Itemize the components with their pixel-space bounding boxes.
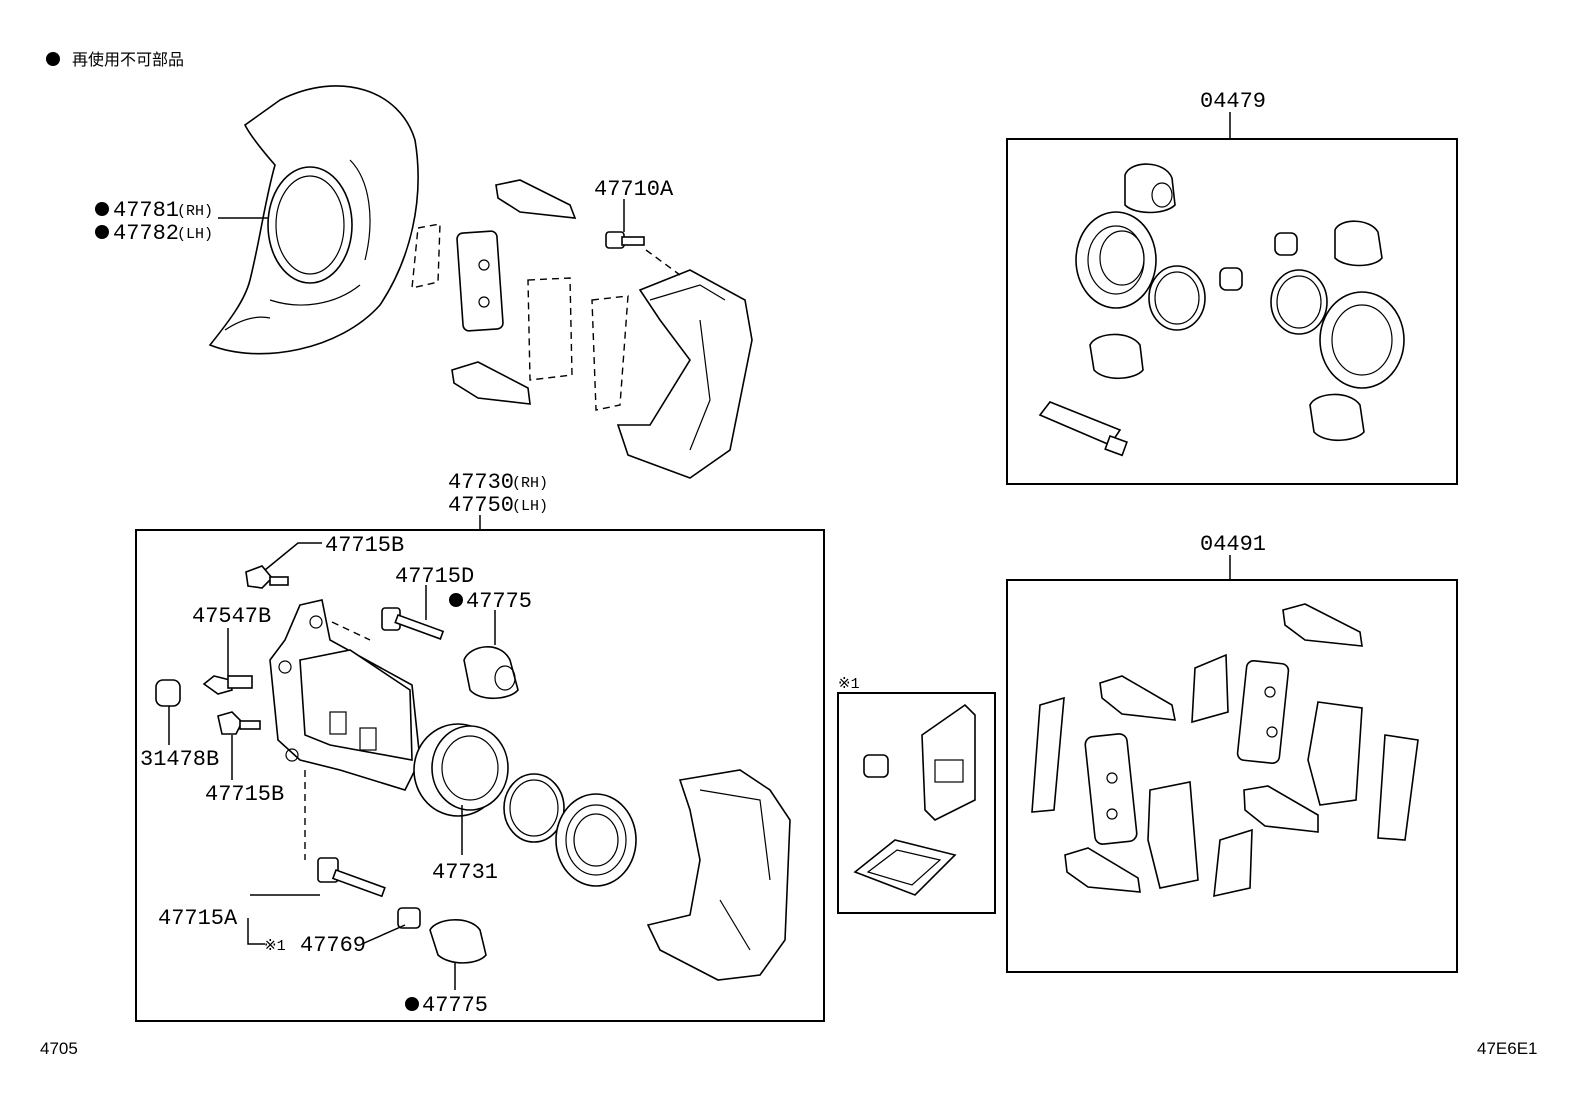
svg-text:47782: 47782	[113, 221, 179, 246]
label-04479: 04479	[1200, 89, 1266, 114]
label-47710A: 47710A	[594, 177, 674, 202]
kit1-box	[837, 692, 996, 914]
kit-04491-contents-drawing	[1031, 603, 1419, 898]
svg-text:47750: 47750	[448, 493, 514, 518]
kit1-contents-drawing	[853, 703, 976, 896]
svg-text:47769: 47769	[300, 933, 366, 958]
dust-shield-drawing	[208, 85, 419, 355]
label-47775-bottom: 47775	[405, 993, 488, 1018]
label-47715A: 47715A	[158, 906, 238, 931]
label-47731: 47731	[432, 860, 498, 885]
label-47769: ※1 47769	[264, 933, 366, 958]
non-reusable-bullet-icon	[46, 52, 60, 66]
svg-text:(LH): (LH)	[512, 498, 548, 515]
kit-04479-contents-drawing	[1038, 163, 1405, 457]
kit-04491-box	[1006, 579, 1458, 973]
label-47730-47750: 47730 (RH) 47750 (LH)	[448, 470, 548, 530]
non-reusable-bullet-icon	[95, 225, 109, 239]
svg-text:47730: 47730	[448, 470, 514, 495]
label-47781: 47781 (RH)	[95, 198, 213, 223]
non-reusable-bullet-icon	[95, 202, 109, 216]
svg-text:47775: 47775	[466, 589, 532, 614]
svg-text:(LH): (LH)	[177, 226, 213, 243]
legend: 再使用不可部品	[46, 50, 184, 69]
label-31478B: 31478B	[140, 747, 219, 772]
svg-text:47775: 47775	[422, 993, 488, 1018]
svg-text:※1: ※1	[264, 938, 286, 955]
svg-text:(RH): (RH)	[177, 203, 213, 220]
kit1-mark: ※1	[838, 676, 860, 693]
kit-04479-box	[1006, 138, 1458, 485]
non-reusable-bullet-icon	[405, 997, 419, 1011]
svg-text:(RH): (RH)	[512, 475, 548, 492]
caliper-parts-drawing	[155, 542, 791, 990]
label-04491: 04491	[1200, 532, 1266, 557]
label-47547B: 47547B	[192, 604, 271, 629]
label-47715B-top: 47715B	[325, 533, 404, 558]
label-47715D: 47715D	[395, 564, 474, 589]
caliper-assembly-box	[135, 529, 825, 1022]
footer-right: 47E6E1	[1477, 1039, 1538, 1058]
legend-text: 再使用不可部品	[72, 50, 184, 69]
label-47775-top: 47775	[449, 589, 532, 614]
svg-text:47781: 47781	[113, 198, 179, 223]
upper-pad-assembly-drawing	[411, 179, 753, 479]
label-47715B-bottom: 47715B	[205, 782, 284, 807]
label-47782: 47782 (LH)	[95, 221, 213, 246]
non-reusable-bullet-icon	[449, 593, 463, 607]
footer-left: 4705	[40, 1039, 78, 1058]
